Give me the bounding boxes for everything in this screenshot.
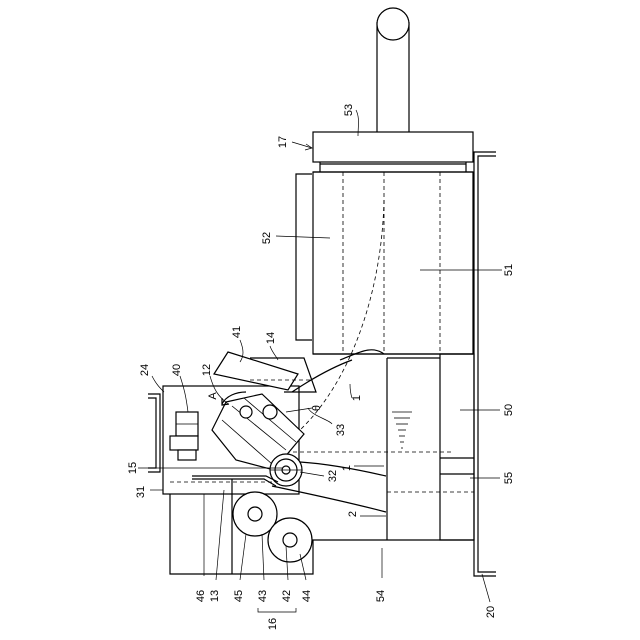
label-1-upper: 1 [351,395,363,401]
label-50: 50 [503,404,515,416]
head-block-53 [313,132,473,172]
label-44: 44 [301,590,313,602]
leader-lines [138,110,502,612]
label-13: 13 [209,590,221,602]
label-31: 31 [135,486,147,498]
label-40: 40 [171,364,183,376]
label-33: 33 [335,424,347,436]
label-32: 32 [327,470,339,482]
label-43: 43 [257,590,269,602]
label-41: 41 [231,326,243,338]
frame-20 [474,152,496,576]
label-53: 53 [343,104,355,116]
motor-40 [170,412,198,460]
label-2: 2 [347,511,359,517]
label-12: 12 [201,364,213,376]
spring-hatch [392,412,412,448]
label-46: 46 [195,590,207,602]
reference-labels: 53 17 52 51 41 14 24 40 12 A θ 1 33 50 1… [127,104,515,630]
label-54: 54 [375,590,387,602]
label-20: 20 [485,606,497,618]
roller-32 [270,454,302,486]
label-1-lower: 1 [341,465,353,471]
label-24: 24 [139,364,151,376]
label-52: 52 [261,232,273,244]
container-51 [296,172,473,354]
label-theta: θ [311,405,323,411]
top-roll [377,8,409,132]
label-16: 16 [267,618,279,630]
label-A: A [207,392,219,400]
label-45: 45 [233,590,245,602]
label-42: 42 [281,590,293,602]
label-14: 14 [265,332,277,344]
label-15: 15 [127,462,139,474]
roller-42 [268,518,312,562]
label-17: 17 [277,136,289,148]
label-55: 55 [503,472,515,484]
label-51: 51 [503,264,515,276]
